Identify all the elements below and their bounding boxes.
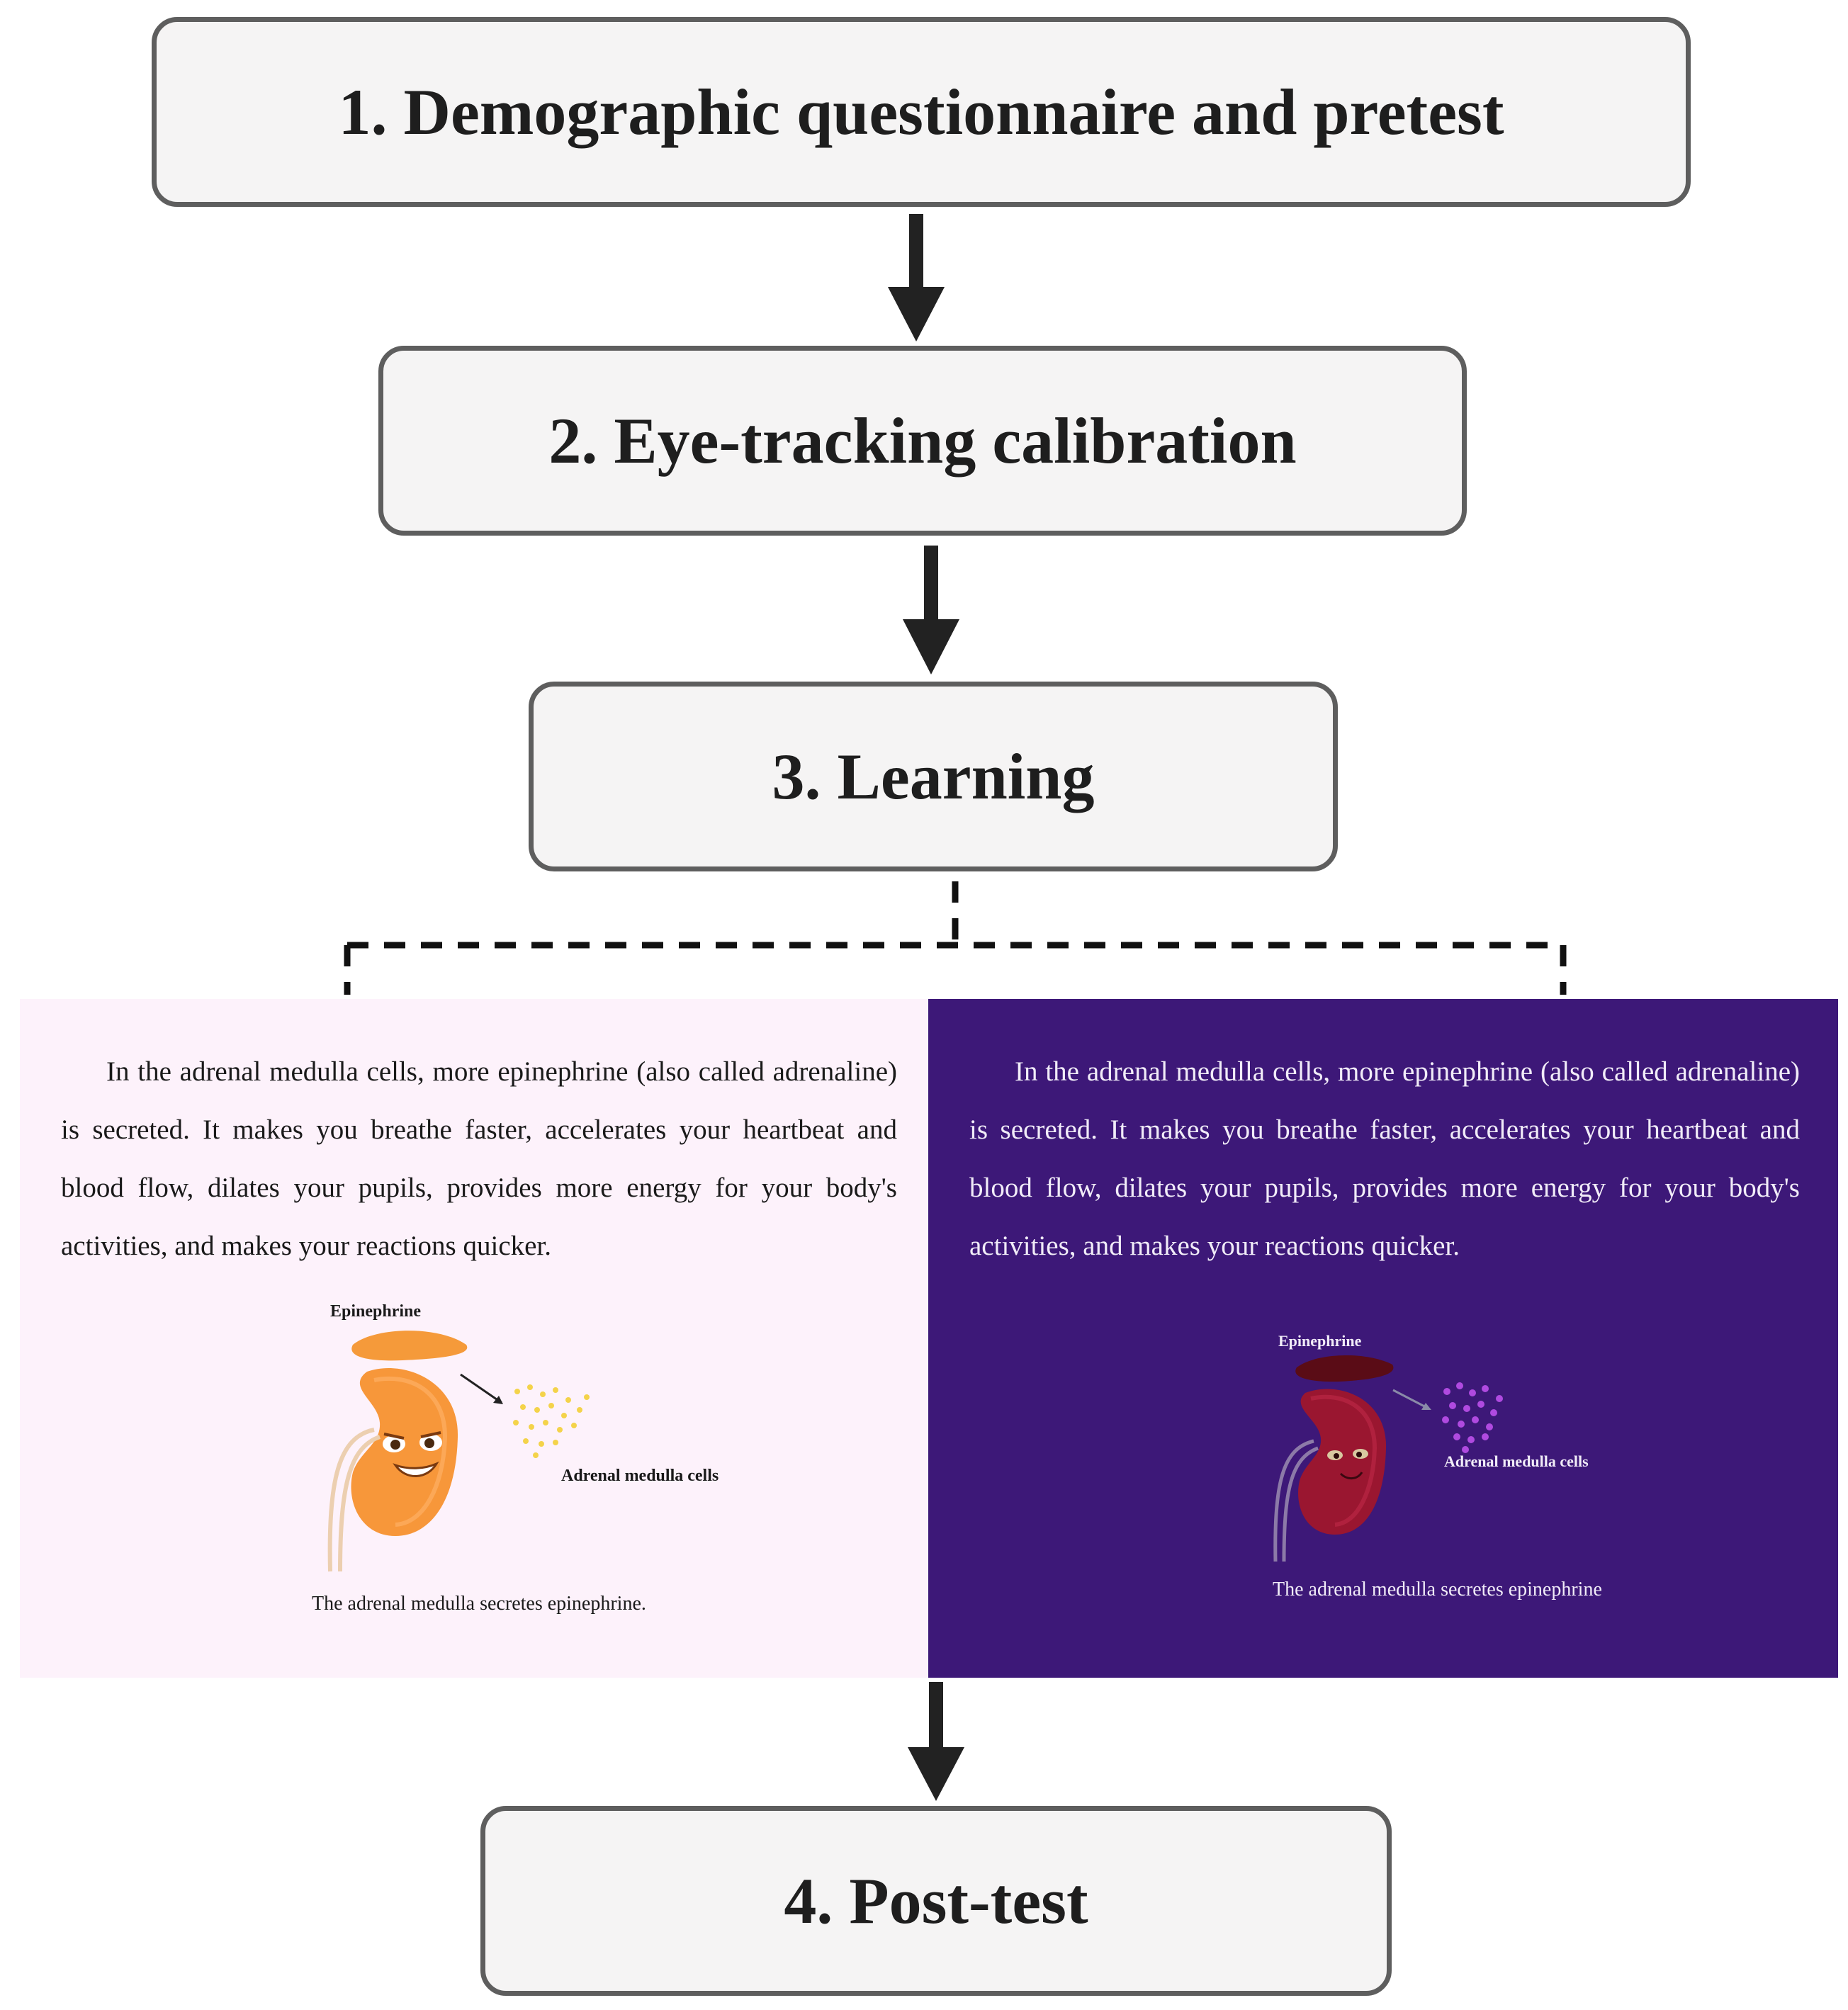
- label-epinephrine-light: Epinephrine: [330, 1302, 422, 1321]
- arrow-step2-to-step3: [903, 546, 959, 674]
- dashed-branch-connector: [344, 881, 1567, 995]
- caption-dark: The adrenal medulla secretes epinephrine: [1273, 1579, 1602, 1600]
- step-1-box: 1. Demographic questionnaire and pretest: [152, 17, 1691, 207]
- kidney-illustration-light: [327, 1331, 590, 1572]
- step-4-label: 4. Post-test: [784, 1865, 1088, 1937]
- learning-panel-light: In the adrenal medulla cells, more epine…: [20, 999, 927, 1678]
- label-epinephrine-dark: Epinephrine: [1278, 1332, 1362, 1350]
- step-4-box: 4. Post-test: [480, 1806, 1392, 1996]
- step-1-label: 1. Demographic questionnaire and pretest: [338, 76, 1504, 148]
- label-adrenal-cells-dark: Adrenal medulla cells: [1444, 1452, 1589, 1470]
- step-3-label: 3. Learning: [772, 740, 1095, 813]
- kidney-illustration-dark: [1273, 1355, 1503, 1562]
- arrow-step1-to-step2: [888, 214, 945, 341]
- step-2-label: 2. Eye-tracking calibration: [548, 405, 1297, 477]
- label-adrenal-cells-light: Adrenal medulla cells: [561, 1467, 719, 1485]
- panel-light-text: In the adrenal medulla cells, more epine…: [61, 1056, 897, 1261]
- arrow-learning-to-step4: [908, 1682, 964, 1801]
- caption-light: The adrenal medulla secretes epinephrine…: [312, 1593, 646, 1615]
- step-3-box: 3. Learning: [529, 682, 1338, 871]
- learning-panel-dark: In the adrenal medulla cells, more epine…: [928, 999, 1838, 1678]
- panel-dark-text: In the adrenal medulla cells, more epine…: [969, 1056, 1800, 1261]
- step-2-box: 2. Eye-tracking calibration: [378, 346, 1467, 536]
